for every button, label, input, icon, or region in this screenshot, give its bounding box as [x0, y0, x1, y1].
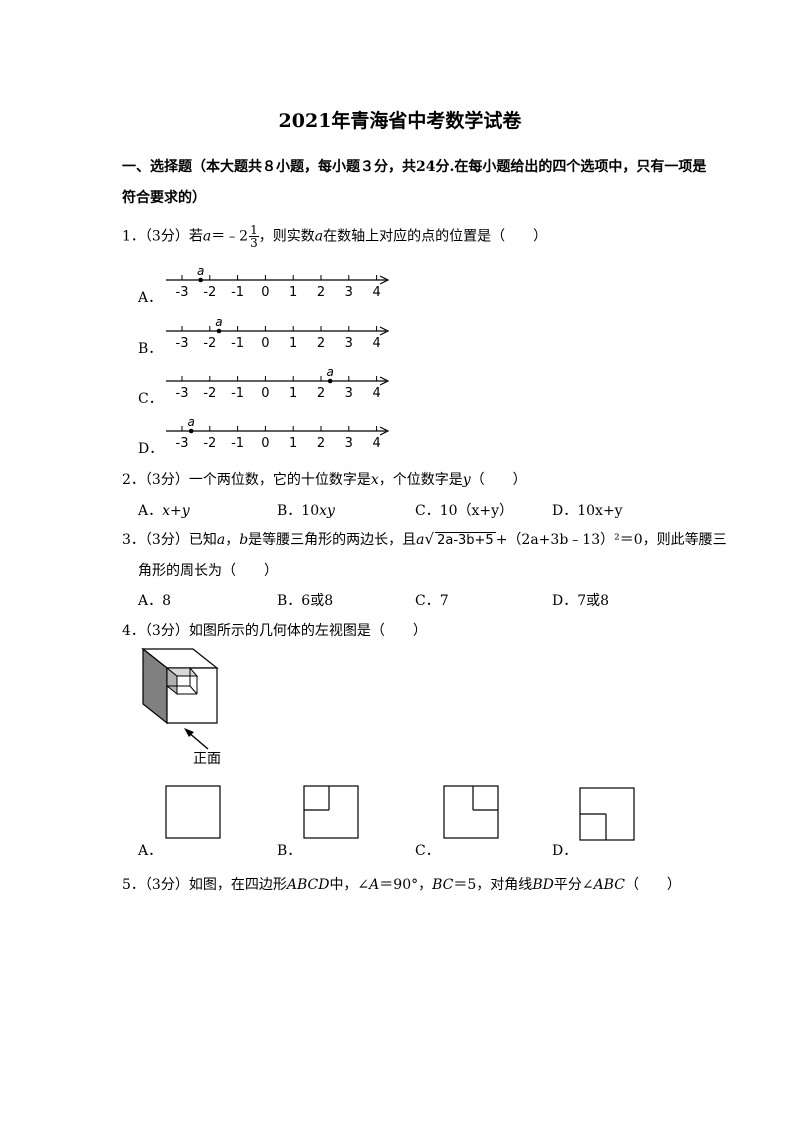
axis-arrow-icon: [379, 275, 390, 285]
axis-tick-label: -1: [231, 285, 244, 300]
page-title: 2021年青海省中考数学试卷: [278, 110, 522, 132]
axis-tick-label: -1: [231, 336, 244, 351]
q4-figure-b: [303, 785, 359, 839]
axis-tick-label: 1: [289, 285, 297, 300]
question-4: 4．（3分）如图所示的几何体的左视图是（ ）: [122, 623, 427, 639]
q2-option-a: A．x+y: [138, 503, 190, 519]
point-marker: [327, 378, 333, 384]
axis-tick-label: -2: [203, 285, 216, 300]
q4-figure-d: [579, 787, 635, 841]
number-line-d: -3 -2 -1 0 1 2 3 4 a: [166, 415, 390, 451]
q4-option-b-label: B．: [277, 843, 302, 859]
axis-tick-label: -1: [231, 386, 244, 401]
q4-figure-a: [165, 785, 221, 839]
axis-tick-label: -1: [231, 436, 244, 451]
q1-option-a-label: A．: [138, 290, 163, 306]
point-label: a: [215, 315, 222, 329]
axis-tick-label: -2: [203, 386, 216, 401]
axis-tick-label: -3: [176, 386, 189, 401]
axis-arrow-icon: [379, 426, 390, 436]
q3-option-d: D．7或8: [552, 593, 610, 609]
axis-tick-label: 4: [372, 386, 380, 401]
q2-option-c: C．10（x+y）: [415, 503, 514, 519]
axis-tick-label: 2: [317, 336, 325, 351]
axis-tick-label: 3: [345, 285, 353, 300]
point-label: a: [197, 264, 204, 278]
point-label: a: [326, 365, 333, 379]
axis-tick-label: -2: [203, 436, 216, 451]
sqrt-expression: 2a-3b+5: [435, 532, 496, 548]
point-marker: [216, 328, 222, 334]
axis-tick-label: -3: [176, 285, 189, 300]
axis-tick-label: 0: [261, 336, 269, 351]
q2-option-b: B．10xy: [277, 503, 335, 519]
axis-tick-label: 3: [345, 336, 353, 351]
point-marker: [188, 428, 194, 434]
point-marker: [198, 277, 203, 283]
axis-tick-label: 1: [289, 336, 297, 351]
axis-tick-label: 4: [372, 336, 380, 351]
axis-tick-label: 0: [261, 436, 269, 451]
question-5: 5．（3分）如图，在四边形ABCD中，∠A＝90°，BC＝5，对角线BD平分∠A…: [122, 877, 681, 893]
axis-tick-label: -3: [176, 436, 189, 451]
question-3-line1: 3．（3分）已知a，b是等腰三角形的两边长，且a√2a-3b+5+（2a+3b﹣…: [122, 530, 727, 548]
axis-tick-label: 0: [261, 285, 269, 300]
axis-tick-label: 4: [372, 436, 380, 451]
number-line-a: -3 -2 -1 0 1 2 3 4 a: [166, 264, 390, 300]
axis-tick-label: 1: [289, 436, 297, 451]
point-label: a: [187, 415, 194, 429]
q4-figure-c: [443, 785, 499, 839]
q1-option-c-label: C．: [138, 391, 163, 407]
geometric-solid-figure: [141, 647, 219, 750]
q4-option-d-label: D．: [552, 843, 578, 859]
axis-tick-label: 1: [289, 386, 297, 401]
q4-option-c-label: C．: [415, 843, 440, 859]
axis-arrow-icon: [379, 376, 390, 386]
axis-tick-label: 3: [345, 436, 353, 451]
axis-arrow-icon: [379, 326, 390, 336]
axis-tick-label: 3: [345, 386, 353, 401]
sqrt-symbol-icon: √: [424, 530, 435, 548]
q3-option-c: C．7: [415, 593, 449, 609]
q1-option-d-label: D．: [138, 441, 164, 457]
axis-tick-label: 2: [317, 436, 325, 451]
axis-tick-label: 2: [317, 285, 325, 300]
axis-tick-label: 4: [372, 285, 380, 300]
q3-option-a: A．8: [138, 593, 172, 609]
question-2: 2．（3分）一个两位数，它的十位数字是x，个位数字是y（ ）: [122, 472, 527, 488]
q1-option-b-label: B．: [138, 341, 163, 357]
section-header-line2: 符合要求的）: [122, 190, 206, 206]
axis-tick-label: -3: [176, 336, 189, 351]
question-3-line2: 角形的周长为（ ）: [138, 563, 278, 579]
number-line-b: -3 -2 -1 0 1 2 3 4 a: [166, 315, 390, 351]
q3-option-b: B．6或8: [277, 593, 334, 609]
front-label: 正面: [193, 751, 221, 767]
axis-tick-label: 2: [317, 386, 325, 401]
section-header-line1: 一、选择题（本大题共８小题，每小题３分，共24分.在每小题给出的四个选项中，只有…: [122, 159, 707, 175]
number-line-c: -3 -2 -1 0 1 2 3 4 a: [166, 365, 390, 401]
axis-tick-label: -2: [203, 336, 216, 351]
axis-tick-label: 0: [261, 386, 269, 401]
q2-option-d: D．10x+y: [552, 503, 623, 519]
q4-option-a-label: A．: [138, 843, 163, 859]
